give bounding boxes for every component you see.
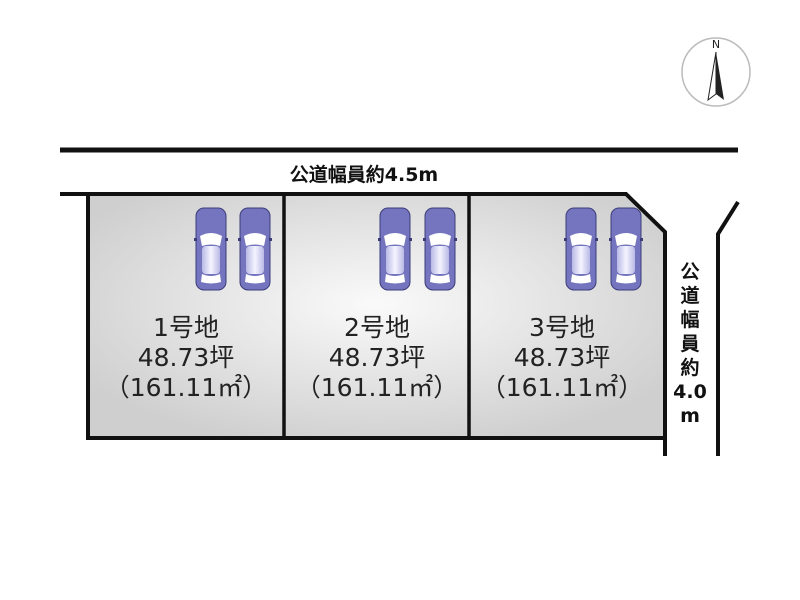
north-compass-icon: N [681,37,751,107]
svg-text:道: 道 [680,284,699,307]
lot-boundary-back [86,194,665,440]
compass-label: N [712,38,720,51]
road-width-right-label: 公 道 幅 員 約 4.0 m [673,261,707,427]
lot-1: 1号地 48.73坪 （161.11㎡） [105,313,267,402]
svg-text:員: 員 [680,333,699,355]
lot-area-tsubo: 48.73坪 [138,343,235,372]
lot-name: 2号地 [344,313,410,342]
car-icon [563,207,599,291]
lot-boundary-front [60,192,667,456]
lots-area [88,194,665,438]
lot-area-sqm: （161.11㎡） [105,373,267,402]
road-edge-right [716,200,740,456]
lot-area-sqm: （161.11㎡） [481,373,643,402]
svg-text:4.0: 4.0 [673,381,707,403]
car-icon [608,207,644,291]
car-icon [237,207,273,291]
car-icon [422,207,458,291]
svg-text:公: 公 [680,261,699,283]
road-width-top-label: 公道幅員約4.5m [290,163,438,186]
lot-area-tsubo: 48.73坪 [329,343,426,372]
car-icon [193,207,229,291]
lot-area-sqm: （161.11㎡） [296,373,458,402]
lot-2: 2号地 48.73坪 （161.11㎡） [296,313,458,402]
lot-3: 3号地 48.73坪 （161.11㎡） [481,313,643,402]
car-icon [377,207,413,291]
svg-text:約: 約 [680,356,699,379]
svg-text:幅: 幅 [680,308,699,331]
lot-name: 3号地 [529,313,595,342]
lot-area-tsubo: 48.73坪 [514,343,611,372]
lot-name: 1号地 [153,313,219,342]
svg-text:m: m [680,405,700,427]
